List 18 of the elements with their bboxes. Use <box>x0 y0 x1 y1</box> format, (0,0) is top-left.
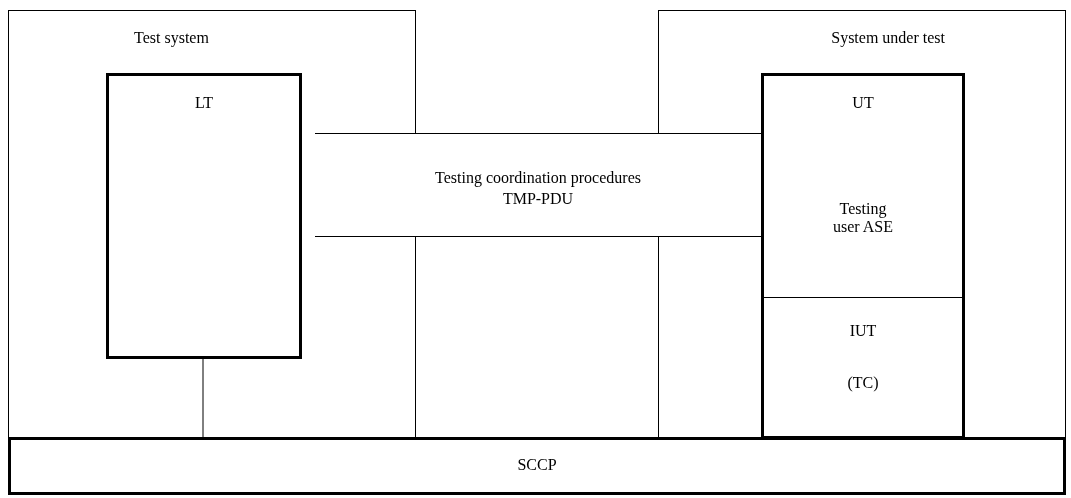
node-label: IUT <box>848 322 878 340</box>
node-label: Testing coordination procedures <box>434 169 642 187</box>
node-label: Test system <box>134 29 209 47</box>
layer-bar <box>8 437 1066 495</box>
procedure-band <box>315 133 761 237</box>
connector-line <box>202 357 204 438</box>
node-label: TMP-PDU <box>501 190 575 208</box>
node-label: System under test <box>831 29 945 47</box>
component-box <box>761 297 965 439</box>
node-label: LT <box>193 94 215 112</box>
system-box <box>658 10 1066 438</box>
component-box <box>106 73 302 359</box>
component-box <box>761 73 965 299</box>
node-label: UT <box>851 94 875 112</box>
node-label: (TC) <box>846 374 880 392</box>
node-label: SCCP <box>516 456 558 474</box>
system-box <box>8 10 416 438</box>
node-label: Testing user ASE <box>832 200 894 236</box>
